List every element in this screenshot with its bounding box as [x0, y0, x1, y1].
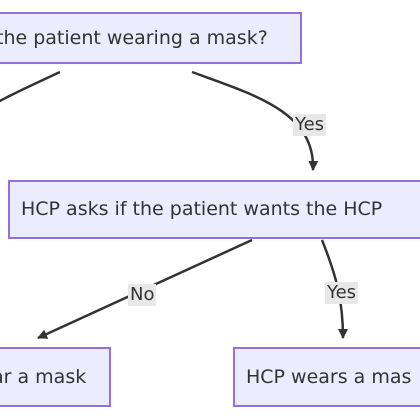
node-hcp-asks-patient-label: HCP asks if the patient wants the HCP [21, 198, 383, 220]
edge-label-yes-2: Yes [325, 282, 359, 304]
node-is-patient-wearing-mask: the patient wearing a mask? [0, 12, 302, 64]
edge-to-left [0, 70, 61, 103]
node-hcp-wears-a-mask: HCP wears a mas [233, 347, 420, 407]
edge-label-no: No [128, 284, 157, 306]
node-is-patient-wearing-mask-label: the patient wearing a mask? [0, 26, 268, 49]
node-wear-a-mask-label: ar a mask [0, 365, 87, 388]
node-hcp-asks-patient: HCP asks if the patient wants the HCP [8, 180, 420, 239]
edge-yes-to-hcp-asks [191, 70, 319, 171]
node-hcp-wears-a-mask-label: HCP wears a mas [246, 365, 412, 388]
node-wear-a-mask: ar a mask [0, 347, 111, 407]
edge-label-yes: Yes [293, 114, 327, 136]
